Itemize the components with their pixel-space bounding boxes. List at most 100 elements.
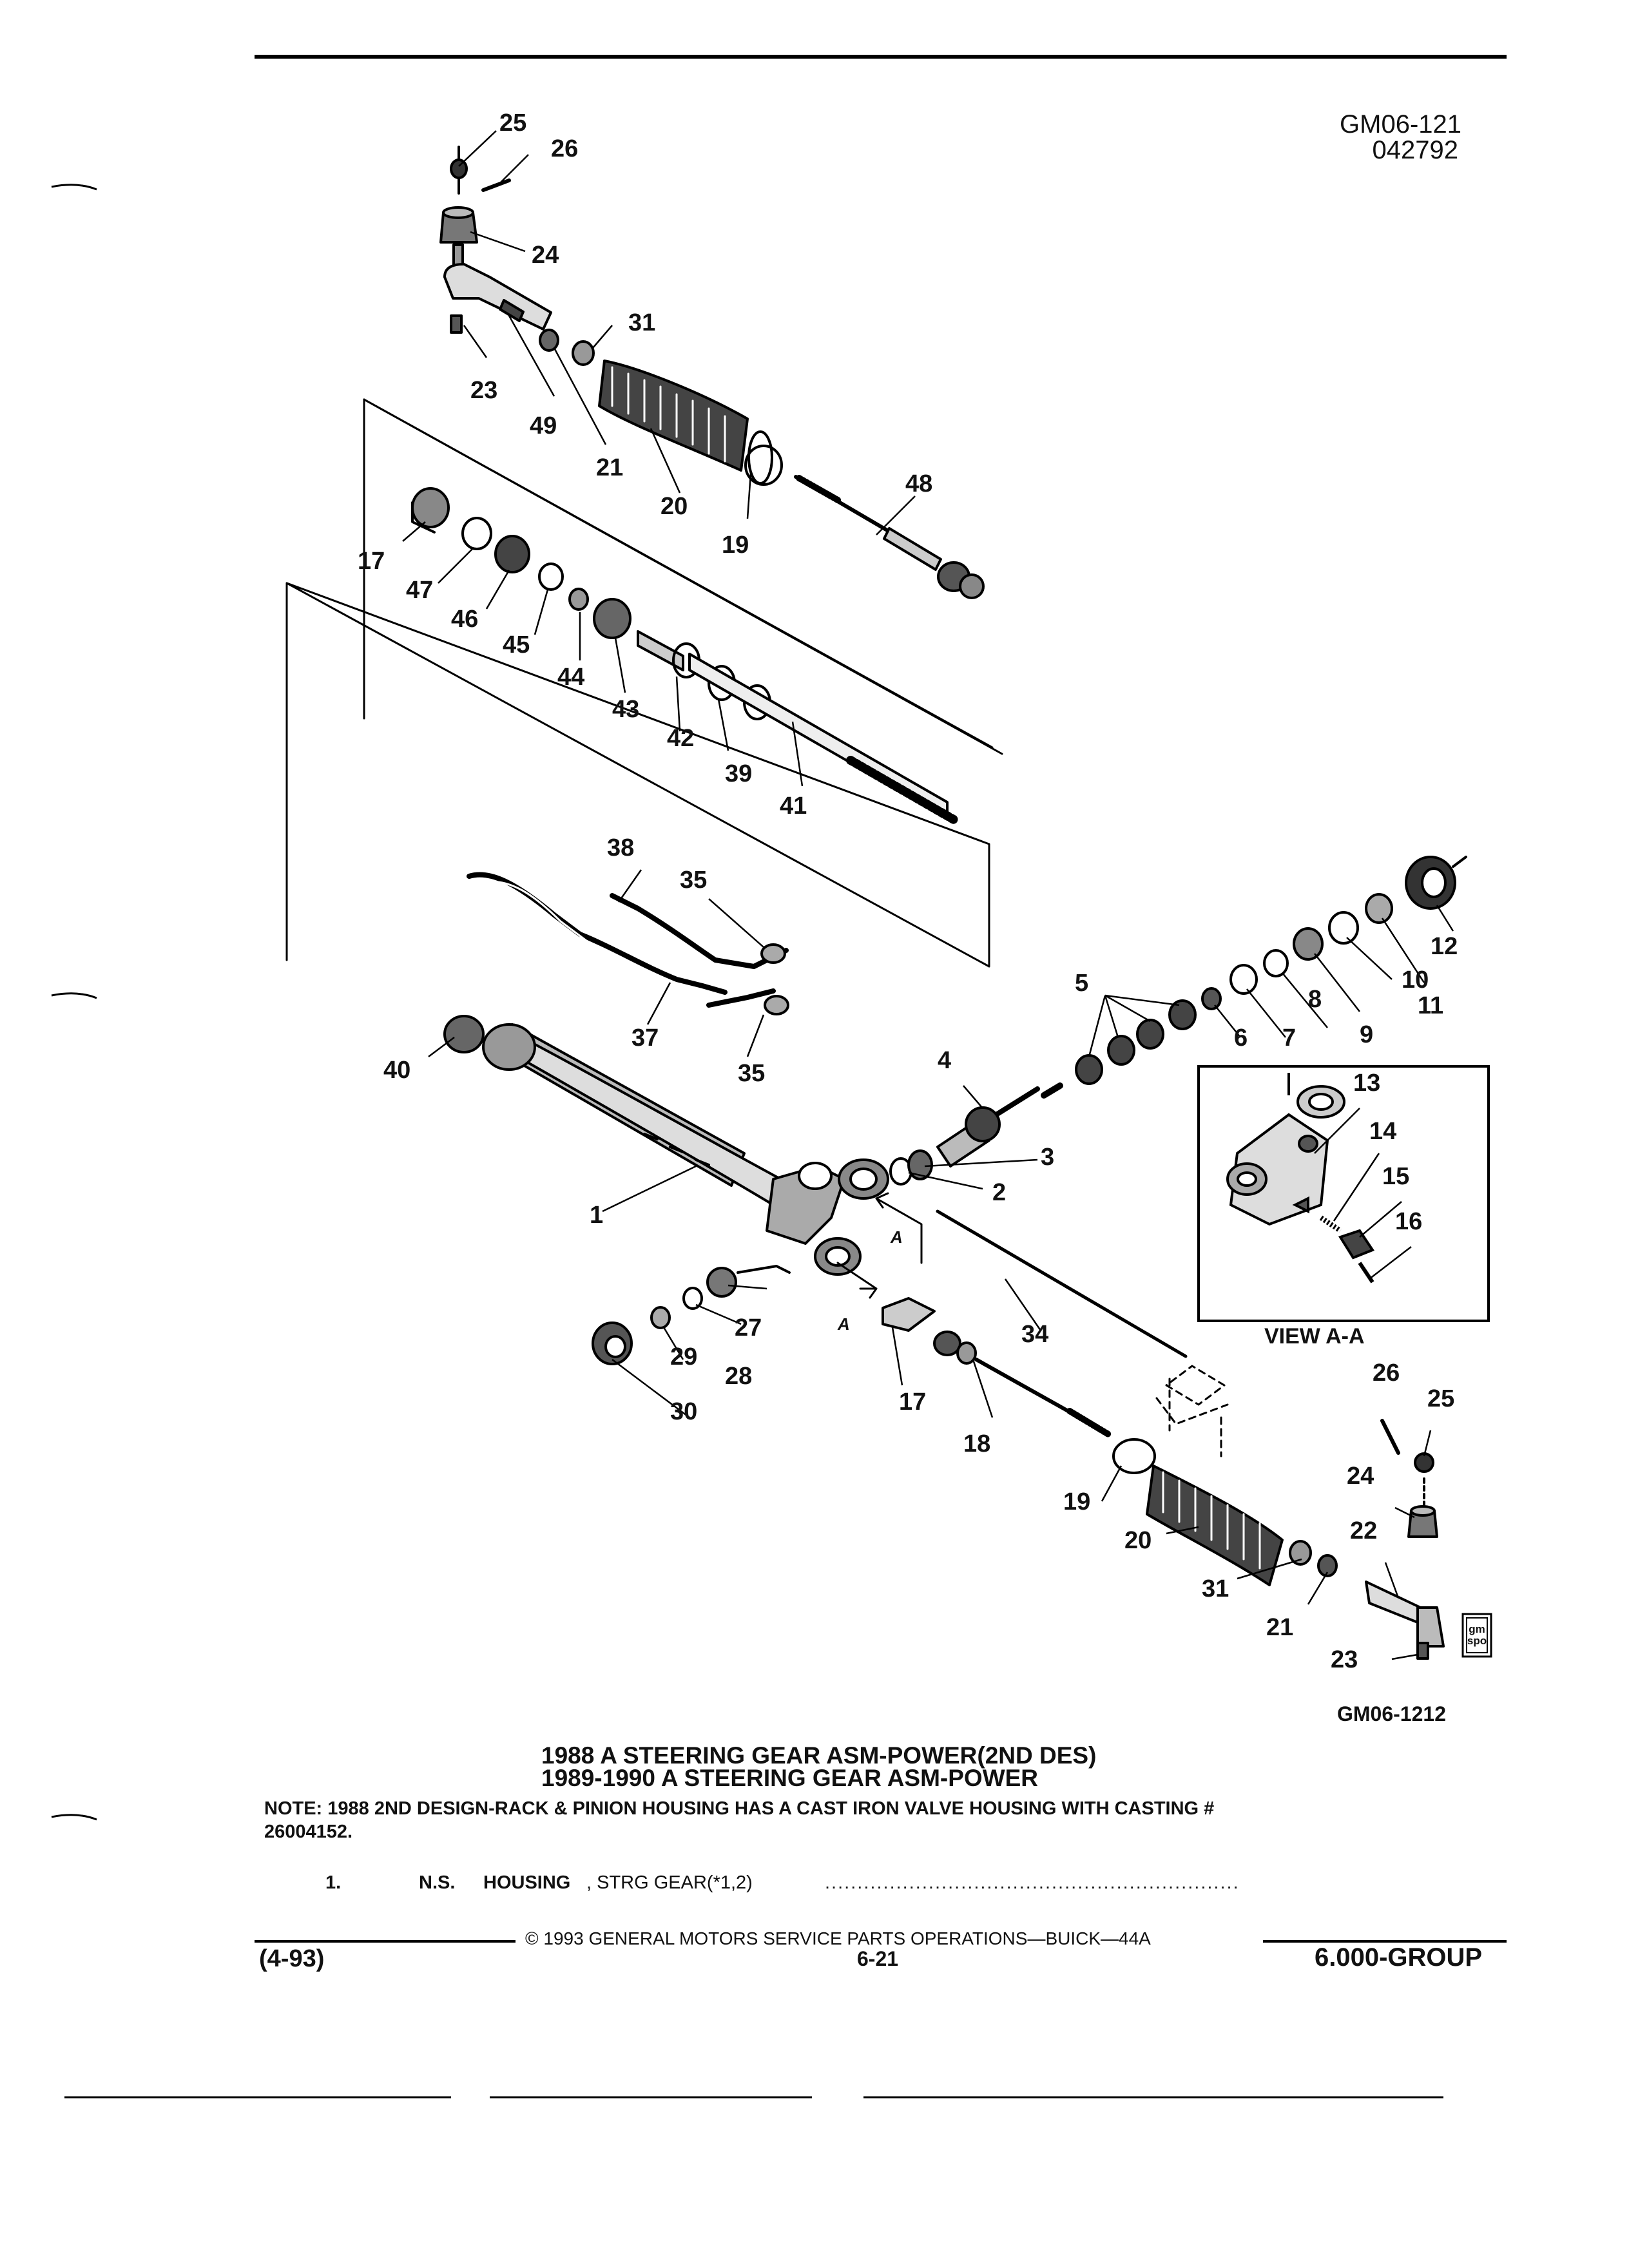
footer-date: (4-93) bbox=[259, 1945, 325, 1972]
callout-number: 8 bbox=[1308, 986, 1322, 1013]
punch-mark bbox=[51, 184, 97, 191]
callout-number: 29 bbox=[670, 1343, 698, 1370]
part-row-name: HOUSING bbox=[483, 1872, 571, 1893]
callout-number: 21 bbox=[1266, 1614, 1294, 1641]
callout-number: 26 bbox=[1373, 1360, 1400, 1387]
fluid-lines bbox=[467, 872, 789, 1015]
part-row-ns: N.S. bbox=[419, 1872, 456, 1893]
callout-number: 19 bbox=[722, 532, 749, 559]
rack-components bbox=[411, 487, 958, 824]
callout-number: 2 bbox=[992, 1179, 1007, 1206]
footer-copyright: © 1993 GENERAL MOTORS SERVICE PARTS OPER… bbox=[525, 1928, 1151, 1948]
rack-housing bbox=[443, 1015, 889, 1276]
callout-number: 48 bbox=[905, 470, 933, 497]
lower-boot bbox=[1112, 1438, 1338, 1586]
transfer-rod bbox=[936, 1209, 1188, 1358]
callout-number: 25 bbox=[499, 110, 527, 137]
callout-number: 28 bbox=[725, 1363, 753, 1390]
callout-number: 44 bbox=[557, 664, 585, 691]
lower-inner-tie-rod bbox=[882, 1297, 1112, 1437]
callout-number: 46 bbox=[451, 606, 479, 633]
callout-number: 17 bbox=[899, 1389, 927, 1416]
valve-assembly bbox=[889, 856, 1467, 1186]
callout-number: 7 bbox=[1282, 1024, 1296, 1052]
callout-number: 23 bbox=[1331, 1646, 1358, 1673]
callout-number: 17 bbox=[358, 548, 385, 575]
callout-number: 41 bbox=[780, 793, 807, 820]
footer-page-number: 6-21 bbox=[857, 1947, 899, 1970]
callout-number: 27 bbox=[735, 1314, 762, 1341]
page-title-line-2: 1989-1990 A STEERING GEAR ASM-POWER bbox=[541, 1765, 1039, 1791]
callout-number: 34 bbox=[1021, 1321, 1049, 1348]
badge-line-2: spo bbox=[1467, 1635, 1487, 1647]
drawing-code: GM06-121 bbox=[1340, 110, 1461, 139]
callout-number: 25 bbox=[1427, 1385, 1455, 1412]
section-marker-upper: A bbox=[891, 1227, 903, 1247]
callout-number: 42 bbox=[667, 725, 695, 752]
upper-inner-tie-rod bbox=[794, 475, 985, 599]
callout-number: 4 bbox=[938, 1047, 952, 1074]
part-row-number: 1. bbox=[325, 1872, 342, 1893]
note-line-2: 26004152. bbox=[264, 1821, 353, 1842]
upper-tie-rod-end bbox=[439, 146, 552, 334]
callout-number: 18 bbox=[963, 1430, 991, 1457]
callout-number: 39 bbox=[725, 760, 753, 787]
callout-number: 11 bbox=[1418, 992, 1444, 1019]
callout-number: 35 bbox=[738, 1060, 766, 1087]
callout-number: 20 bbox=[660, 493, 688, 520]
callout-number: 13 bbox=[1353, 1070, 1381, 1097]
punch-mark bbox=[51, 992, 97, 999]
callout-number: 30 bbox=[670, 1398, 698, 1425]
callout-number: 43 bbox=[612, 696, 640, 723]
callout-number: 45 bbox=[503, 631, 530, 658]
callout-number: 35 bbox=[680, 867, 708, 894]
callout-number: 47 bbox=[406, 577, 434, 604]
valve-housing-detail bbox=[1226, 1073, 1375, 1283]
callout-number: 26 bbox=[551, 135, 579, 162]
punch-mark bbox=[51, 1814, 97, 1821]
callout-number: 31 bbox=[1202, 1575, 1229, 1602]
callout-number: 15 bbox=[1382, 1163, 1410, 1190]
callout-number: 40 bbox=[383, 1057, 411, 1084]
section-arrow-upper bbox=[875, 1192, 923, 1264]
callout-number: 9 bbox=[1360, 1021, 1374, 1048]
upper-boot bbox=[539, 329, 783, 486]
callout-number: 21 bbox=[596, 454, 624, 481]
part-row-desc: , STRG GEAR(*1,2) bbox=[586, 1872, 753, 1893]
footer-group: 6.000-GROUP bbox=[1315, 1943, 1483, 1972]
callout-number: 24 bbox=[1347, 1463, 1374, 1490]
rack-box bbox=[285, 582, 990, 968]
figure-id: GM06-1212 bbox=[1337, 1702, 1446, 1725]
view-a-a-box bbox=[1197, 1065, 1490, 1322]
note-line-1: NOTE: 1988 2ND DESIGN-RACK & PINION HOUS… bbox=[264, 1798, 1215, 1819]
callout-number: 38 bbox=[607, 834, 635, 861]
view-label: VIEW A-A bbox=[1264, 1324, 1365, 1349]
callout-number: 12 bbox=[1431, 933, 1458, 960]
callout-number: 37 bbox=[631, 1024, 659, 1052]
callout-number: 24 bbox=[532, 242, 559, 269]
callout-number: 6 bbox=[1234, 1024, 1248, 1052]
gmspo-badge bbox=[1461, 1613, 1492, 1658]
callout-number: 49 bbox=[530, 412, 557, 439]
callout-number: 5 bbox=[1075, 970, 1089, 997]
callout-number: 1 bbox=[590, 1202, 604, 1229]
drawing-date-code: 042792 bbox=[1372, 136, 1458, 164]
callout-number: 23 bbox=[470, 377, 498, 404]
section-marker-lower: A bbox=[838, 1314, 850, 1334]
callout-leaders bbox=[402, 130, 1454, 1660]
callout-number: 19 bbox=[1063, 1488, 1091, 1515]
badge-line-1: gm bbox=[1469, 1623, 1485, 1635]
gmspo-badge-text: gm spo bbox=[1467, 1624, 1487, 1647]
lower-tie-rod-end bbox=[1365, 1419, 1445, 1660]
callout-number: 31 bbox=[628, 309, 656, 336]
section-arrow-lower bbox=[836, 1262, 878, 1299]
callout-number: 14 bbox=[1369, 1118, 1397, 1145]
callout-number: 16 bbox=[1395, 1208, 1423, 1235]
adjuster-parts bbox=[592, 1265, 791, 1365]
page-title-line-1: 1988 A STEERING GEAR ASM-POWER(2ND DES) bbox=[541, 1742, 1097, 1769]
callout-number: 3 bbox=[1041, 1144, 1055, 1171]
callout-number: 22 bbox=[1350, 1517, 1378, 1544]
callout-number: 10 bbox=[1402, 966, 1429, 994]
callout-number: 20 bbox=[1124, 1527, 1152, 1554]
